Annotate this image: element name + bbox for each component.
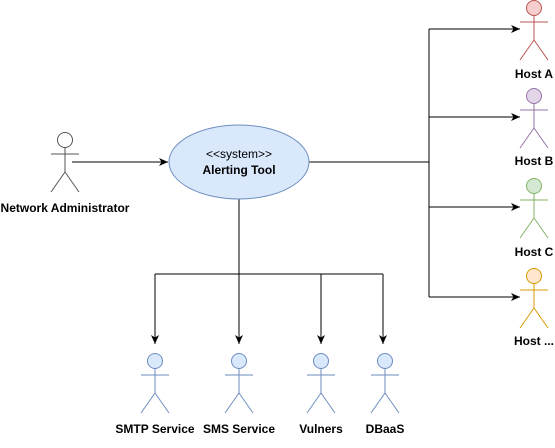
actor-body	[519, 104, 549, 149]
actor-body	[140, 369, 170, 414]
actor-smtp[interactable]	[140, 353, 170, 414]
use-case-alerting-tool[interactable]: <<system>> Alerting Tool	[168, 124, 310, 200]
actor-body	[370, 369, 400, 414]
actor-body	[519, 16, 549, 61]
use-case-stereotype: <<system>>	[206, 147, 272, 161]
actor-dbaas[interactable]	[370, 353, 400, 414]
actor-host-b[interactable]	[519, 88, 549, 149]
actor-head	[526, 0, 542, 16]
actors	[50, 0, 549, 414]
actor-label-host-a: Host A	[515, 67, 554, 81]
actor-labels: Network Administrator Host A Host B Host…	[1, 67, 554, 436]
use-case-ellipse	[168, 124, 310, 200]
actor-label-smtp-service: SMTP Service	[115, 422, 194, 436]
actor-vulners[interactable]	[306, 353, 336, 414]
actor-label-network-administrator: Network Administrator	[1, 201, 130, 215]
use-case-name: Alerting Tool	[202, 163, 275, 177]
actor-label-sms-service: SMS Service	[203, 422, 275, 436]
actor-label-vulners: Vulners	[299, 422, 343, 436]
actor-label-host-more: Host ...	[514, 334, 554, 348]
actor-label-host-b: Host B	[515, 154, 554, 168]
actor-head	[377, 353, 393, 369]
actor-admin[interactable]	[50, 132, 80, 193]
actor-label-host-c: Host C	[515, 245, 554, 259]
actor-head	[526, 88, 542, 104]
actor-head	[526, 178, 542, 194]
actor-head	[147, 353, 163, 369]
actor-body	[519, 194, 549, 239]
actor-head	[313, 353, 329, 369]
actor-host-c[interactable]	[519, 178, 549, 239]
actor-host-a[interactable]	[519, 0, 549, 61]
actor-label-dbaas: DBaaS	[366, 422, 405, 436]
actor-host-more[interactable]	[519, 268, 549, 329]
actor-sms[interactable]	[224, 353, 254, 414]
connectors	[72, 25, 520, 344]
actor-head	[57, 132, 73, 148]
actor-body	[50, 148, 80, 193]
actor-body	[519, 284, 549, 329]
actor-body	[224, 369, 254, 414]
actor-head	[526, 268, 542, 284]
actor-head	[231, 353, 247, 369]
actor-body	[306, 369, 336, 414]
